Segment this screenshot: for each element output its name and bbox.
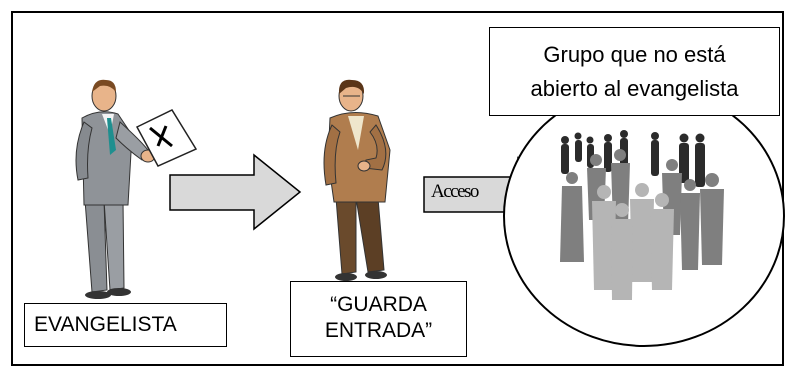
group-label-line2: abierto al evangelista	[530, 76, 739, 101]
gatekeeper-label: “GUARDA ENTRADA”	[290, 281, 467, 357]
group-label: Grupo que no está abierto al evangelista	[489, 27, 780, 116]
crowd-silhouettes	[560, 130, 724, 300]
arrow-evangelist-to-gatekeeper	[169, 153, 302, 231]
evangelist-figure	[75, 79, 198, 299]
gatekeeper-label-line2: ENTRADA”	[324, 319, 433, 342]
group-label-line1: Grupo que no está	[543, 42, 726, 67]
evangelist-label: EVANGELISTA	[24, 303, 227, 347]
gatekeeper-label-line1: “GUARDA	[330, 293, 427, 316]
cross-icon	[149, 125, 173, 148]
evangelist-label-text: EVANGELISTA	[34, 313, 177, 336]
access-label: Acceso	[431, 181, 479, 202]
gatekeeper-figure	[323, 79, 391, 281]
